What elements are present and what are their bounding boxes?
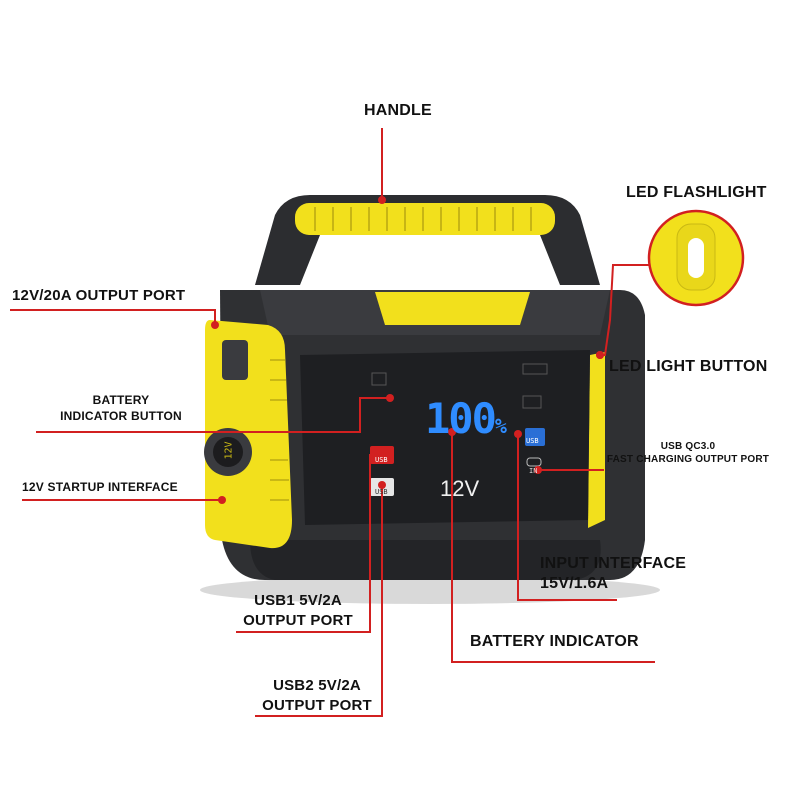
label-led-light-button: LED LIGHT BUTTON bbox=[609, 358, 768, 375]
label-usb-qc: USB QC3.0 FAST CHARGING OUTPUT PORT bbox=[603, 440, 773, 466]
left-side-panel bbox=[204, 320, 292, 549]
display-battery-value: 100% bbox=[425, 394, 507, 443]
display-voltage: 12V bbox=[440, 476, 480, 501]
label-12v-startup: 12V STARTUP INTERFACE bbox=[22, 480, 178, 494]
label-usb-qc-line1: USB QC3.0 bbox=[660, 441, 716, 452]
label-usb-qc-line2: FAST CHARGING OUTPUT PORT bbox=[606, 454, 770, 465]
handle[interactable] bbox=[255, 195, 600, 285]
label-handle: HANDLE bbox=[364, 102, 432, 119]
label-usb2-line2: OUTPUT PORT bbox=[262, 697, 372, 714]
led-flashlight-inset bbox=[647, 209, 745, 307]
label-usb1-line1: USB1 5V/2A bbox=[254, 592, 342, 609]
label-input-interface-line2: 15V/1.6A bbox=[540, 575, 609, 592]
usb1-port-text: USB bbox=[375, 456, 388, 464]
label-input-interface: INPUT INTERFACE 15V/1.6A bbox=[540, 554, 686, 594]
label-battery-indicator-button: BATTERY INDICATOR BUTTON bbox=[48, 392, 194, 424]
label-battery-indicator-button-line2: INDICATOR BUTTON bbox=[60, 409, 182, 423]
led-button-icon[interactable] bbox=[522, 363, 548, 375]
label-12v-20a-output: 12V/20A OUTPUT PORT bbox=[12, 287, 186, 304]
dc-socket-text: 12V bbox=[223, 441, 235, 460]
label-usb1-line2: OUTPUT PORT bbox=[243, 612, 353, 629]
led-lamp bbox=[688, 238, 704, 278]
label-usb2: USB2 5V/2A OUTPUT PORT bbox=[250, 676, 384, 716]
label-led-flashlight: LED FLASHLIGHT bbox=[626, 184, 767, 201]
label-battery-indicator-button-line1: BATTERY bbox=[92, 393, 150, 407]
output-12v-20a-port[interactable] bbox=[222, 340, 248, 380]
led-light-button[interactable] bbox=[596, 351, 604, 359]
label-battery-indicator: BATTERY INDICATOR bbox=[470, 633, 639, 650]
usb2-port-text: USB bbox=[375, 488, 388, 496]
handle-grip[interactable] bbox=[295, 203, 555, 235]
label-input-interface-line1: INPUT INTERFACE bbox=[540, 555, 687, 572]
input-port-text: IN bbox=[529, 467, 538, 475]
display-percent-number: 100 bbox=[425, 394, 497, 443]
label-usb2-line1: USB2 5V/2A bbox=[273, 677, 361, 694]
battery-indicator-button[interactable] bbox=[371, 372, 387, 386]
top-yellow-accent bbox=[375, 292, 530, 325]
12v-switch-icon[interactable] bbox=[522, 395, 542, 409]
usb-qc-port-text: USB bbox=[526, 437, 539, 445]
display-percent-unit: % bbox=[494, 414, 507, 438]
label-usb1: USB1 5V/2A OUTPUT PORT bbox=[232, 591, 364, 631]
